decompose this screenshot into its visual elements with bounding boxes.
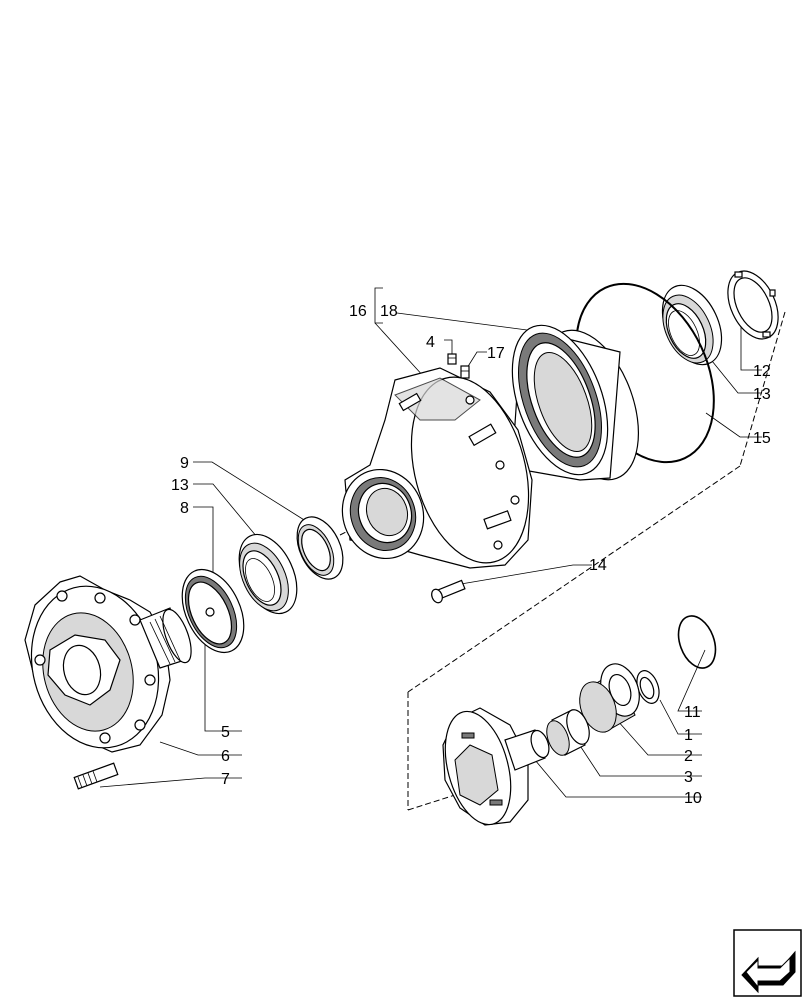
callout-9: 9 <box>180 455 189 472</box>
washer-part-1 <box>636 670 660 704</box>
callout-10: 10 <box>684 790 702 807</box>
callout-8: 8 <box>180 500 189 517</box>
circlip-part-11 <box>677 615 717 669</box>
hub-carrier-part-17 <box>341 367 533 569</box>
callout-2: 2 <box>684 748 693 765</box>
seal-part-8 <box>181 568 245 654</box>
bearing-part-13-right <box>661 284 723 366</box>
wheel-hub-part-6 <box>24 575 192 753</box>
callout-1: 1 <box>684 727 693 744</box>
callout-4: 4 <box>426 334 435 351</box>
callout-18: 18 <box>380 303 398 320</box>
plug-part-16 <box>460 365 470 379</box>
bearing-part-13-left <box>238 533 298 615</box>
breather-part-4 <box>447 353 457 365</box>
callout-15: 15 <box>753 430 771 447</box>
leader-lines <box>99 287 762 798</box>
callout-11: 11 <box>684 704 701 721</box>
callout-3: 3 <box>684 769 693 786</box>
callout-12: 12 <box>753 363 771 380</box>
bolt-part-14 <box>431 579 466 604</box>
sun-gear-part-2 <box>579 663 640 733</box>
next-page-arrow-icon[interactable] <box>733 929 802 997</box>
spacer-part-9 <box>296 516 344 580</box>
planet-carrier-part-10 <box>442 707 550 826</box>
callout-13-left: 13 <box>171 477 189 494</box>
lock-ring-part-12 <box>727 270 779 340</box>
callout-16: 17 <box>487 345 505 362</box>
callout-17: 16 <box>349 303 367 320</box>
callout-7: 7 <box>221 771 230 788</box>
callout-labels: 16 18 4 17 12 13 15 9 13 8 5 6 7 14 11 1… <box>171 303 771 807</box>
callout-6: 6 <box>221 748 230 765</box>
wheel-stud-part-7 <box>73 762 119 790</box>
bushing-part-3 <box>546 709 590 756</box>
callout-13-right: 13 <box>753 386 771 403</box>
callout-14: 14 <box>589 557 607 574</box>
callout-5: 5 <box>221 724 230 741</box>
ring-gear-part-18 <box>511 324 640 481</box>
